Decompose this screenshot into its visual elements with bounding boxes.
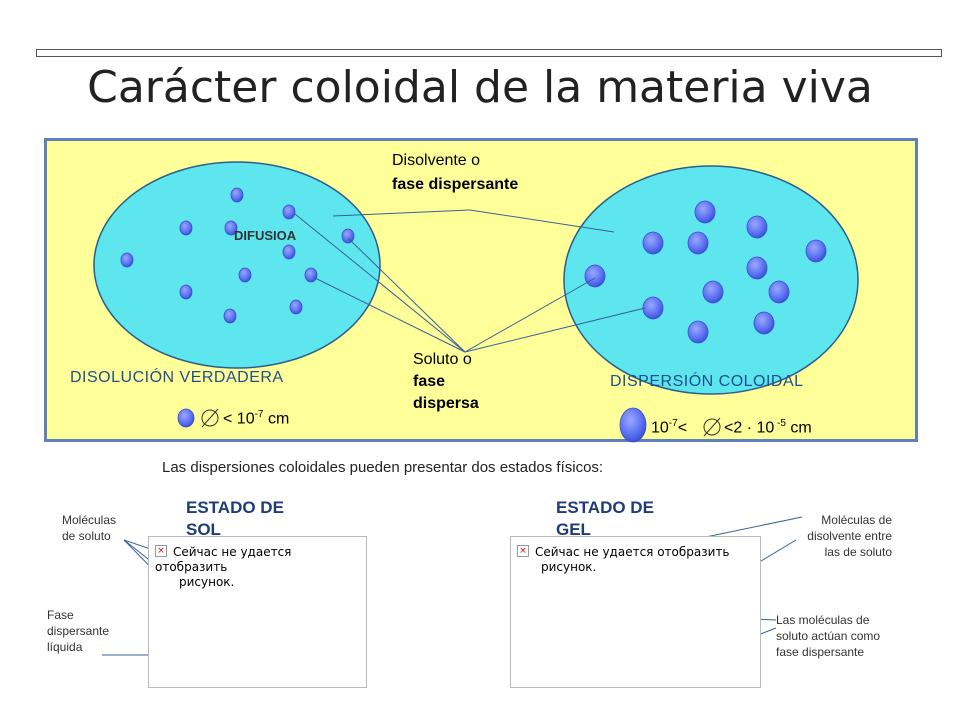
particle bbox=[230, 187, 244, 203]
particle bbox=[642, 231, 664, 255]
large-particles bbox=[584, 200, 827, 344]
particle bbox=[238, 267, 252, 283]
intro-text: Las dispersiones coloidales pueden prese… bbox=[162, 459, 604, 476]
gel-solute-label: Las moléculas de soluto actúan como fase… bbox=[776, 613, 881, 659]
broken-image-message: ×Сейчас не удается отобразить рисунок. bbox=[511, 537, 760, 575]
particle bbox=[584, 264, 606, 288]
particle bbox=[694, 200, 716, 224]
particle bbox=[341, 228, 355, 244]
sol-solute-label: Moléculas de soluto bbox=[62, 513, 117, 543]
diameter-symbol-icon bbox=[703, 417, 721, 437]
particle bbox=[768, 280, 790, 304]
broken-image-message: ×Сейчас не удается отобразить рисунок. bbox=[155, 545, 292, 589]
particle bbox=[746, 215, 768, 239]
leader-lines bbox=[294, 209, 646, 353]
small-particles bbox=[120, 187, 355, 324]
particle bbox=[179, 220, 193, 236]
gel-title: ESTADO DE GEL bbox=[556, 498, 654, 539]
gel-solvent-label: Moléculas de disolvente entre las de sol… bbox=[807, 513, 892, 559]
particle bbox=[687, 320, 709, 344]
particle bbox=[289, 299, 303, 315]
broken-image-icon: × bbox=[517, 545, 529, 557]
particle bbox=[223, 308, 237, 324]
diameter-symbol-icon bbox=[201, 408, 219, 428]
particle bbox=[687, 231, 709, 255]
legend-small-particle bbox=[177, 408, 195, 428]
particle bbox=[702, 280, 724, 304]
particle bbox=[642, 296, 664, 320]
particle bbox=[282, 204, 296, 220]
sol-image-placeholder: ×Сейчас не удается отобразить рисунок. bbox=[148, 536, 367, 688]
solute-label: Soluto o fase dispersa bbox=[413, 351, 479, 412]
gel-image-placeholder: ×Сейчас не удается отобразить рисунок. bbox=[510, 536, 761, 688]
colloid-ellipse bbox=[563, 165, 859, 395]
particle bbox=[224, 220, 238, 236]
particle bbox=[746, 256, 768, 280]
legend-large-particle bbox=[619, 407, 647, 443]
difusion-label: DIFUSIOA bbox=[234, 228, 297, 243]
particle bbox=[304, 267, 318, 283]
true-solution-ellipse bbox=[93, 161, 381, 369]
colloid-title: DISPERSIÓN COLOIDAL bbox=[610, 373, 804, 390]
particle bbox=[282, 244, 296, 260]
particle bbox=[805, 239, 827, 263]
broken-image-icon: × bbox=[155, 545, 167, 557]
sol-phase-label: Fase dispersante líquida bbox=[47, 608, 110, 654]
particle bbox=[753, 311, 775, 335]
solvent-label: Disolvente o fase dispersante bbox=[392, 152, 519, 193]
colloid-size-b: <2 · 10 -5 cm bbox=[724, 418, 812, 437]
particle bbox=[179, 284, 193, 300]
true-solution-title: DISOLUCIÓN VERDADERA bbox=[70, 369, 284, 386]
colloid-size-a: 10-7< bbox=[651, 418, 688, 437]
page-title: Carácter coloidal de la materia viva bbox=[87, 62, 873, 113]
particle bbox=[120, 252, 134, 268]
top-rule bbox=[36, 49, 942, 57]
sol-title: ESTADO DE SOL bbox=[186, 498, 284, 539]
true-solution-size: < 10-7 cm bbox=[223, 409, 290, 428]
